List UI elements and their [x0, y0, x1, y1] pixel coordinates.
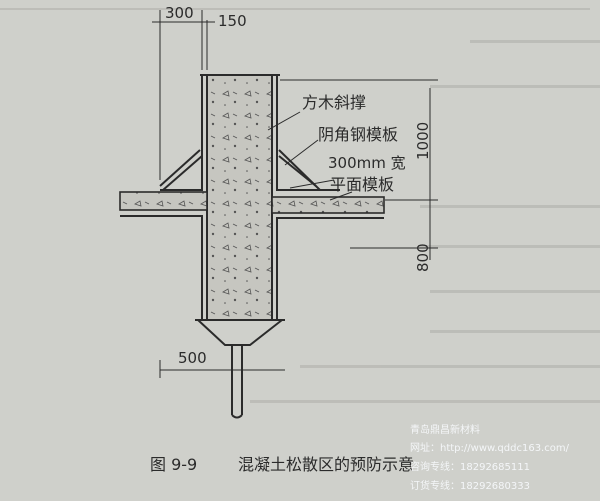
- dim-top-left: 300: [165, 4, 194, 22]
- label-corner-form: 阴角钢模板: [318, 125, 398, 144]
- caption-title: 混凝土松散区的预防示意: [238, 455, 414, 474]
- dim-height-lower: 800: [414, 243, 432, 272]
- watermark-name: 青岛鼎昌新材料: [410, 425, 480, 436]
- caption-number: 图 9-9: [150, 455, 197, 474]
- watermark-order: 订货专线：18292680333: [410, 481, 530, 492]
- dim-height-upper: 1000: [414, 122, 432, 160]
- watermark-phone: 咨询专线：18292685111: [410, 462, 530, 473]
- watermark-url: 网址：http://www.qddc163.com/: [410, 443, 569, 454]
- label-flat-form: 平面模板: [330, 175, 394, 194]
- slab-left: [119, 191, 208, 211]
- formwork: [120, 74, 384, 320]
- label-width-spec: 300mm 宽: [328, 154, 406, 172]
- concrete-wall: [206, 74, 273, 321]
- dim-top-right: 150: [218, 12, 247, 30]
- bottom-support: [195, 319, 285, 419]
- label-brace: 方木斜撑: [302, 93, 366, 112]
- dim-bottom-width: 500: [178, 349, 207, 367]
- dimension-lines: [152, 10, 438, 378]
- slab-right: [271, 196, 385, 214]
- leader-lines: [267, 111, 353, 201]
- background-text-lines: [0, 8, 600, 403]
